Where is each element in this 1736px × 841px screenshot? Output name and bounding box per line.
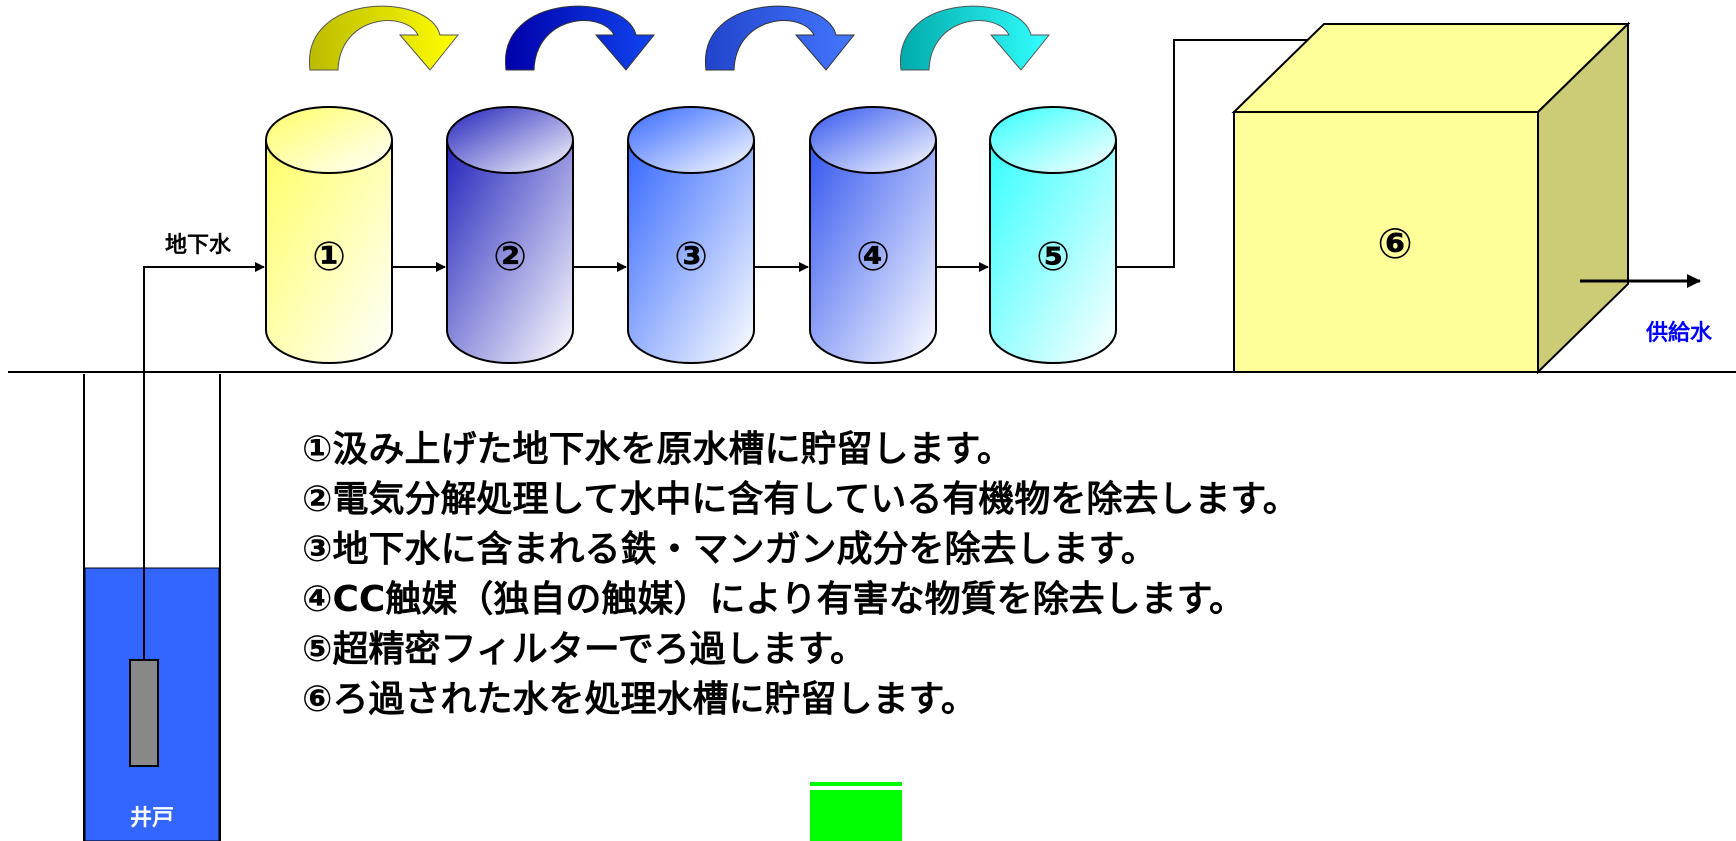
green-mark: [810, 782, 902, 841]
curved-arrow-1-2: [309, 5, 460, 71]
well-label: 井戸: [130, 806, 174, 831]
stage-cylinder-2: ②: [446, 106, 574, 364]
stage-number-2: ②: [493, 234, 527, 280]
stage-number-5: ⑤: [1036, 234, 1070, 280]
stage-number-4: ④: [856, 234, 890, 280]
stage-cylinder-4: ④: [809, 106, 937, 364]
step-4: ④CC触媒（独自の触媒）により有害な物質を除去します。: [302, 579, 1246, 620]
curved-arrow-2-3: [505, 5, 656, 71]
output-label: 供給水: [1645, 320, 1713, 346]
tank-number: ⑥: [1377, 219, 1413, 268]
step-2: ②電気分解処理して水中に含有している有機物を除去します。: [302, 479, 1299, 520]
step-3: ③地下水に含まれる鉄・マンガン成分を除去します。: [302, 529, 1157, 570]
step-5: ⑤超精密フィルターでろ過します。: [302, 629, 867, 670]
process-steps-list: ①汲み上げた地下水を原水槽に貯留します。 ②電気分解処理して水中に含有している有…: [302, 425, 1299, 725]
stage-cylinder-5: ⑤: [989, 106, 1117, 364]
step-6: ⑥ろ過された水を処理水槽に貯留します。: [302, 679, 977, 720]
stage-cylinder-3: ③: [627, 106, 755, 364]
stage-cylinder-1: ①: [265, 106, 393, 364]
well-pump: [129, 659, 159, 767]
stage-number-3: ③: [674, 234, 708, 280]
curved-arrow-3-4: [705, 5, 856, 71]
input-label: 地下水: [165, 233, 232, 258]
curved-arrow-4-5: [900, 5, 1051, 71]
stage-number-1: ①: [312, 234, 346, 280]
step-1: ①汲み上げた地下水を原水槽に貯留します。: [302, 429, 1013, 470]
treated-water-tank: ⑥: [1231, 21, 1631, 375]
